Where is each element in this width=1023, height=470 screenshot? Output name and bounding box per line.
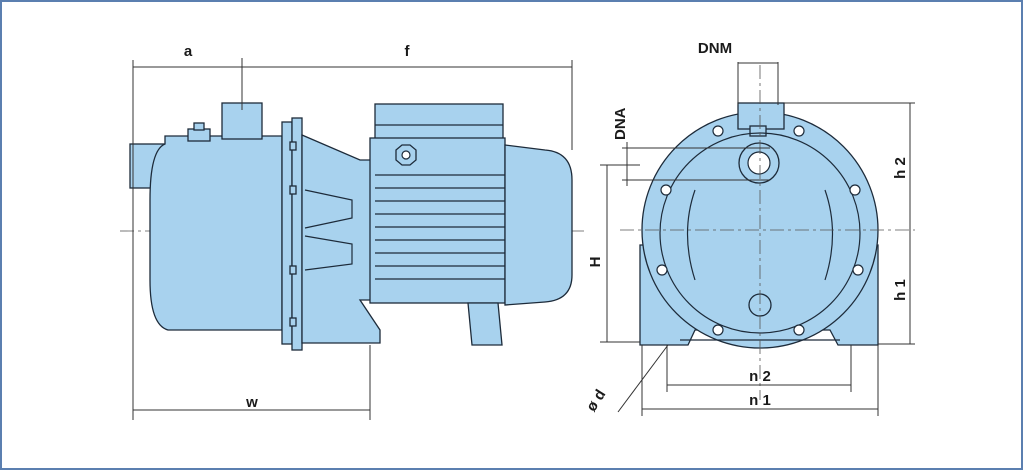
label-n2: n 2: [749, 368, 771, 385]
label-f: f: [405, 43, 411, 60]
motor-body: [369, 137, 506, 304]
bolt-hole: [712, 125, 724, 137]
label-h1: h 1: [892, 279, 909, 301]
diameter-leader: [617, 344, 669, 413]
label-dnm: DNM: [698, 40, 732, 57]
bolt-hole: [852, 264, 864, 276]
bolt-hole: [712, 324, 724, 336]
terminal-box: [374, 103, 504, 141]
front-view: DNM DNA H h 2 h 1 n 2 n 1 ø d: [583, 40, 915, 416]
side-view: a f w: [120, 43, 585, 420]
label-n1: n 1: [749, 392, 771, 409]
bolt-hole: [793, 125, 805, 137]
priming-plug: [187, 128, 211, 142]
label-dna: DNA: [612, 107, 629, 140]
label-h: H: [587, 257, 604, 268]
fan-cover: [504, 144, 573, 306]
bolt-hole: [849, 184, 861, 196]
pump-casing: [149, 135, 283, 331]
bolt-hole: [660, 184, 672, 196]
motor-flange: [291, 117, 303, 351]
casing-flange: [281, 121, 293, 345]
motor-foot: [467, 302, 503, 346]
label-d: ø d: [583, 387, 609, 415]
bolt-hole: [656, 264, 668, 276]
label-w: w: [245, 394, 258, 411]
label-h2: h 2: [892, 157, 909, 179]
pump-bracket: [301, 134, 381, 344]
bolt-hole: [793, 324, 805, 336]
front-discharge: [737, 102, 785, 130]
label-a: a: [184, 43, 193, 60]
